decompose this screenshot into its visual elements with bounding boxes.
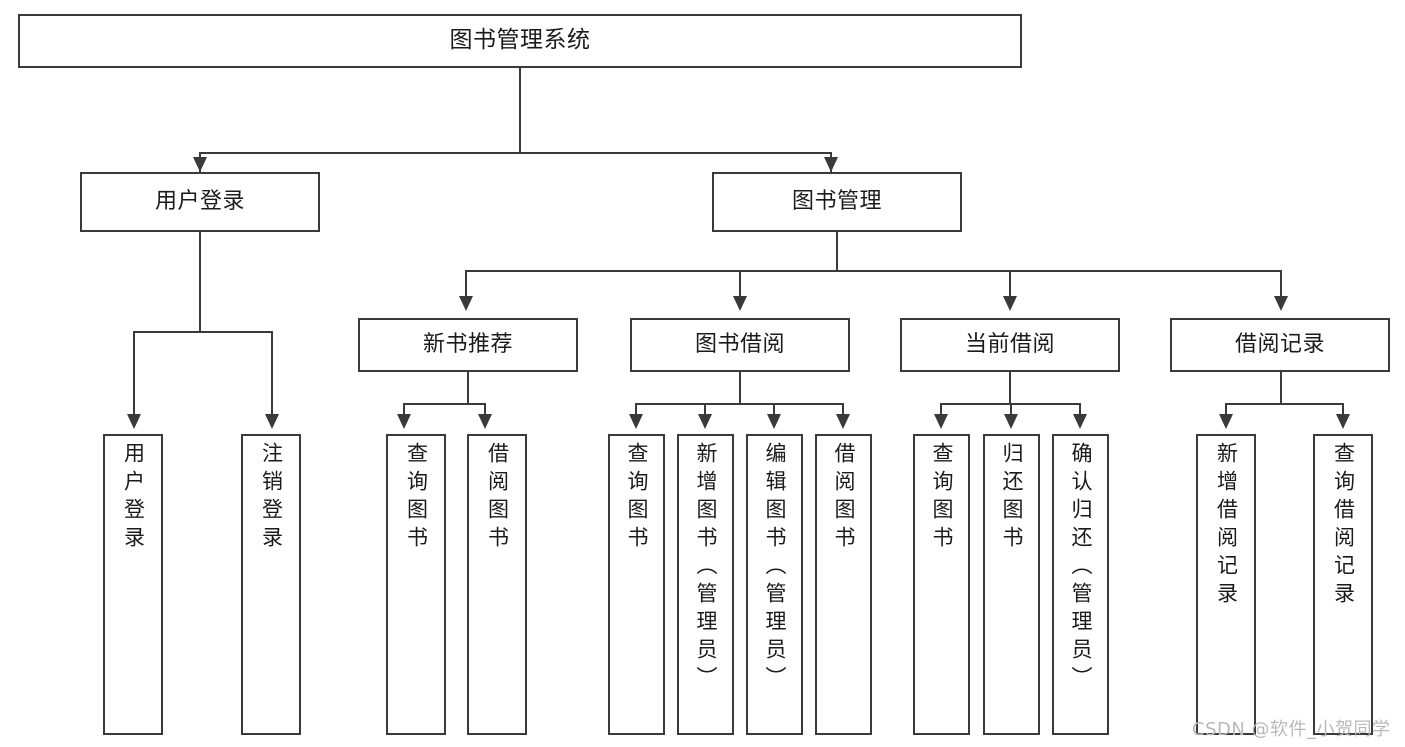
connector-user-login-bus	[133, 331, 273, 333]
arrow-leaf-edit-book	[767, 414, 781, 429]
connector-drop-leaf-query-book-1	[403, 403, 405, 419]
node-leaf-query-book-2[interactable]: 查询图书	[608, 434, 665, 735]
arrow-leaf-add-record	[1219, 414, 1233, 429]
arrow-user-login	[193, 157, 207, 172]
node-leaf-confirm-return[interactable]: 确认归还（管理员）	[1052, 434, 1109, 735]
connector-drop-leaf-query-record	[1342, 403, 1344, 419]
node-leaf-borrow-book-1[interactable]: 借阅图书	[467, 434, 527, 735]
connector-book-borrow-stem	[739, 372, 741, 405]
connector-current-borrow-stem	[1009, 372, 1011, 405]
arrow-leaf-user-login	[127, 414, 141, 429]
connector-borrow-record-stem	[1280, 372, 1282, 405]
node-leaf-query-book-1-label: 查询图书	[404, 442, 429, 554]
node-leaf-logout-label: 注销登录	[259, 442, 284, 554]
node-current-borrow-label: 当前借阅	[964, 332, 1055, 358]
connector-level2-bus	[199, 152, 831, 154]
arrow-leaf-logout	[265, 414, 279, 429]
node-leaf-query-book-3-label: 查询图书	[930, 442, 954, 554]
arrow-leaf-query-book-2	[629, 414, 643, 429]
node-leaf-add-record-label: 新增借阅记录	[1214, 442, 1239, 610]
connector-drop-leaf-borrow-book-1	[484, 403, 486, 419]
node-leaf-add-record[interactable]: 新增借阅记录	[1196, 434, 1256, 735]
connector-drop-leaf-add-book	[704, 403, 706, 419]
connector-drop-current-borrow	[1009, 270, 1011, 300]
node-leaf-edit-book-label: 编辑图书（管理员）	[763, 442, 787, 694]
node-new-book-rec[interactable]: 新书推荐	[358, 318, 578, 372]
connector-book-borrow-bus	[635, 403, 844, 405]
node-user-login-label: 用户登录	[154, 189, 245, 215]
node-book-borrow-label: 图书借阅	[694, 332, 785, 358]
node-leaf-user-login[interactable]: 用户登录	[103, 434, 163, 735]
connector-drop-leaf-query-book-2	[635, 403, 637, 419]
arrow-leaf-confirm-return	[1073, 414, 1087, 429]
arrow-leaf-add-book	[698, 414, 712, 429]
node-leaf-add-book[interactable]: 新增图书（管理员）	[677, 434, 734, 735]
connector-drop-new-book-rec	[465, 270, 467, 300]
arrow-borrow-record	[1274, 296, 1288, 311]
node-leaf-borrow-book-2-label: 借阅图书	[832, 442, 856, 554]
arrow-book-borrow	[733, 296, 747, 311]
node-book-borrow[interactable]: 图书借阅	[630, 318, 850, 372]
node-book-admin[interactable]: 图书管理	[712, 172, 962, 232]
arrow-leaf-query-book-1	[397, 414, 411, 429]
node-user-login[interactable]: 用户登录	[80, 172, 320, 232]
arrow-leaf-query-record	[1336, 414, 1350, 429]
node-leaf-borrow-book-2[interactable]: 借阅图书	[815, 434, 872, 735]
connector-new-book-rec-stem	[467, 372, 469, 405]
arrow-book-admin	[824, 157, 838, 172]
node-leaf-query-record[interactable]: 查询借阅记录	[1313, 434, 1373, 735]
connector-user-login-stem	[199, 232, 201, 333]
connector-drop-leaf-query-book-3	[940, 403, 942, 419]
connector-drop-leaf-add-record	[1225, 403, 1227, 419]
node-leaf-return-book[interactable]: 归还图书	[983, 434, 1040, 735]
arrow-leaf-borrow-book-2	[836, 414, 850, 429]
arrow-leaf-borrow-book-1	[478, 414, 492, 429]
node-book-admin-label: 图书管理	[791, 189, 882, 215]
node-leaf-borrow-book-1-label: 借阅图书	[485, 442, 510, 554]
arrow-current-borrow	[1003, 296, 1017, 311]
connector-book-admin-stem	[836, 232, 838, 272]
connector-root-stem	[519, 68, 521, 154]
node-leaf-user-login-label: 用户登录	[121, 442, 146, 554]
node-leaf-add-book-label: 新增图书（管理员）	[694, 442, 718, 694]
connector-drop-leaf-confirm-return	[1079, 403, 1081, 419]
node-leaf-query-book-1[interactable]: 查询图书	[386, 434, 446, 735]
connector-drop-leaf-borrow-book-2	[842, 403, 844, 419]
connector-drop-book-borrow	[739, 270, 741, 300]
node-root[interactable]: 图书管理系统	[18, 14, 1022, 68]
node-borrow-record-label: 借阅记录	[1234, 332, 1325, 358]
arrow-new-book-rec	[459, 296, 473, 311]
node-leaf-edit-book[interactable]: 编辑图书（管理员）	[746, 434, 803, 735]
node-leaf-logout[interactable]: 注销登录	[241, 434, 301, 735]
connector-drop-borrow-record	[1280, 270, 1282, 300]
connector-borrow-record-bus	[1225, 403, 1343, 405]
node-current-borrow[interactable]: 当前借阅	[900, 318, 1120, 372]
arrow-leaf-return-book	[1004, 414, 1018, 429]
node-leaf-return-book-label: 归还图书	[1000, 442, 1024, 554]
node-new-book-rec-label: 新书推荐	[422, 332, 513, 358]
connector-drop-leaf-return-book	[1010, 403, 1012, 419]
node-borrow-record[interactable]: 借阅记录	[1170, 318, 1390, 372]
connector-drop-leaf-user-login	[133, 331, 135, 421]
node-leaf-query-book-3[interactable]: 查询图书	[913, 434, 970, 735]
node-leaf-query-book-2-label: 查询图书	[625, 442, 649, 554]
connector-level3-bus	[465, 270, 1282, 272]
connector-drop-leaf-edit-book	[773, 403, 775, 419]
arrow-leaf-query-book-3	[934, 414, 948, 429]
node-leaf-query-record-label: 查询借阅记录	[1331, 442, 1356, 610]
node-root-label: 图书管理系统	[449, 27, 591, 54]
connector-drop-leaf-logout	[271, 331, 273, 421]
node-leaf-confirm-return-label: 确认归还（管理员）	[1069, 442, 1093, 694]
connector-new-book-rec-bus	[403, 403, 486, 405]
